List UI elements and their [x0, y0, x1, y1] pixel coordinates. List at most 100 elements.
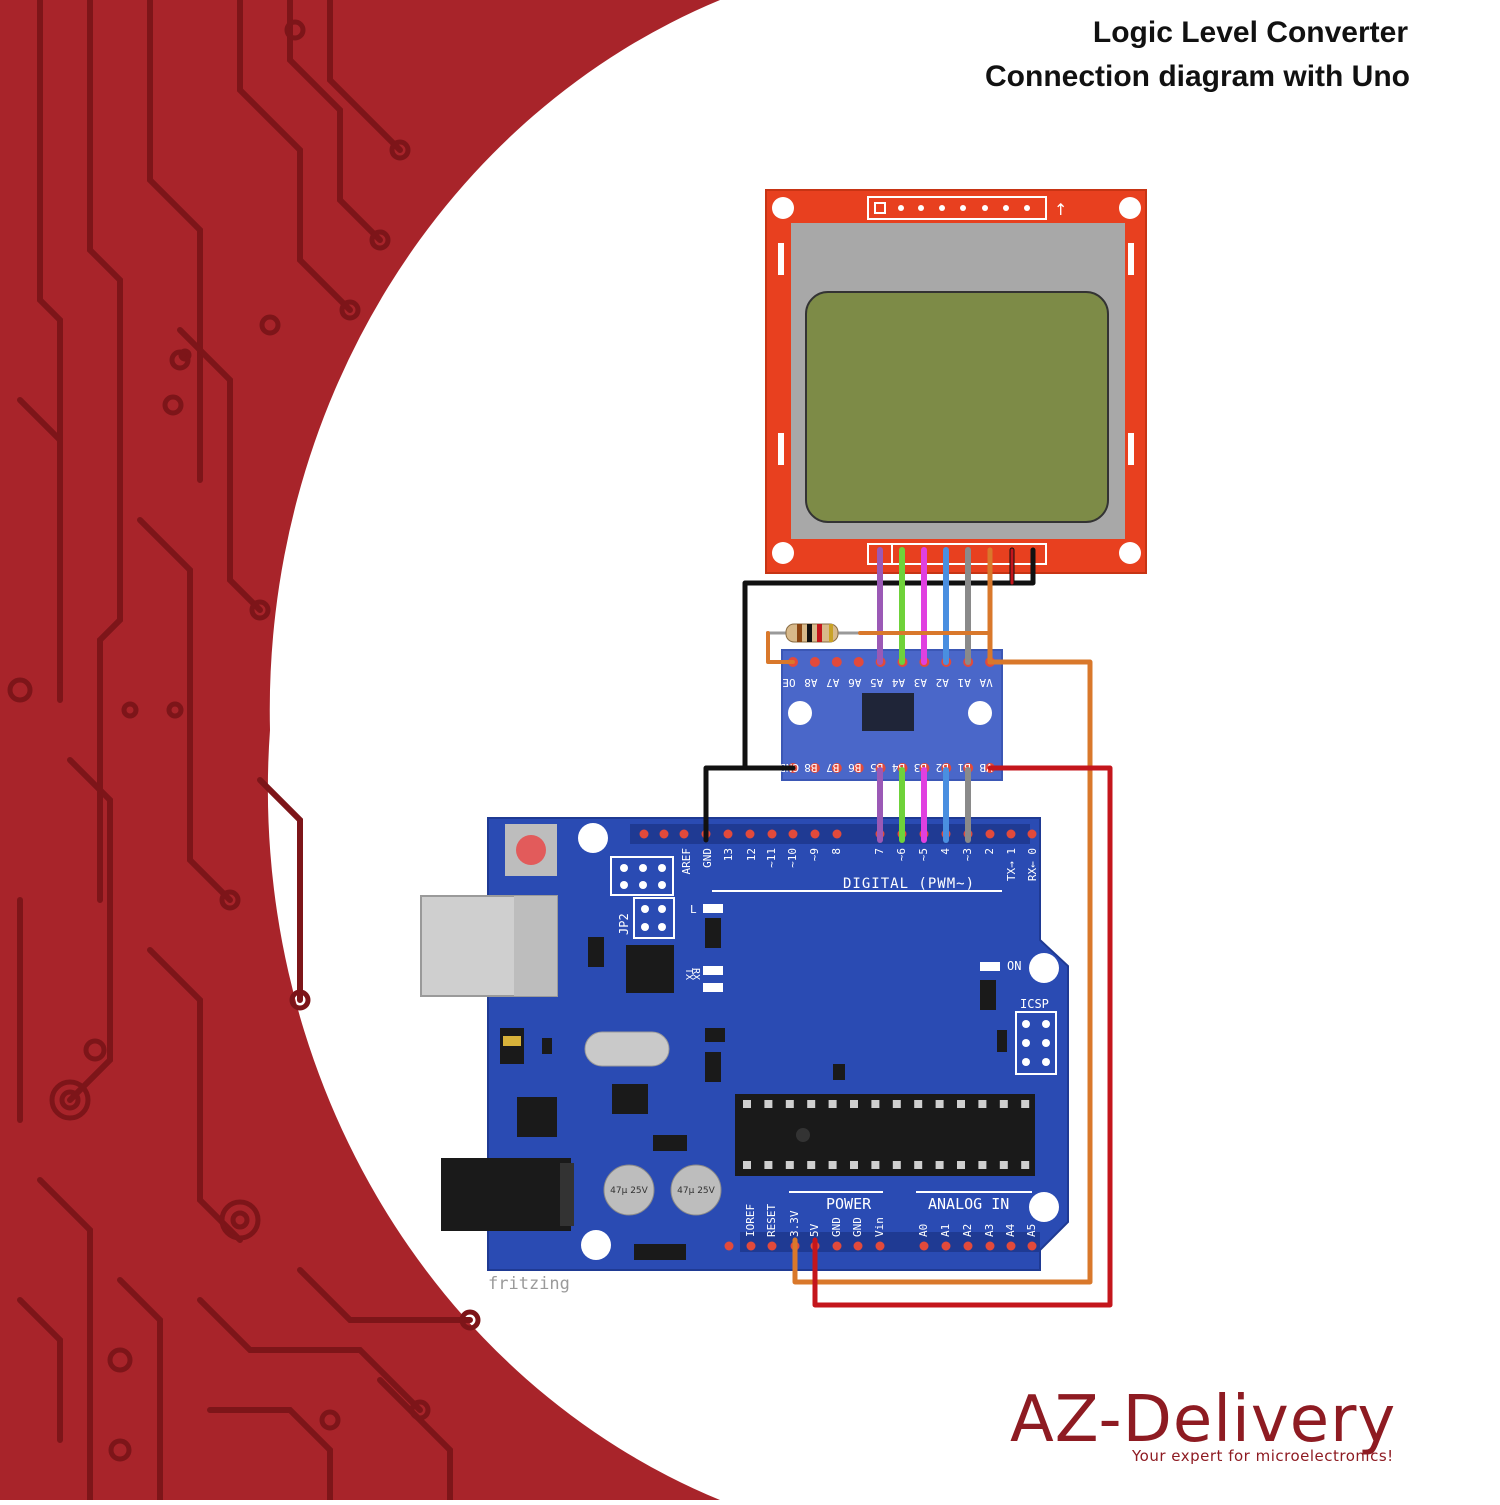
dc-jack	[441, 1158, 571, 1231]
arduino-mount-hole-3	[1029, 1192, 1059, 1222]
analog-pin-label: A4	[1004, 1223, 1017, 1237]
chip-pin	[807, 1161, 816, 1169]
digital-pin-label: 12	[745, 848, 758, 861]
analog-header-pin	[963, 1241, 973, 1251]
converter-top-label: A2	[936, 676, 949, 689]
power-header-pin	[724, 1241, 734, 1251]
power-pin-label: GND	[851, 1217, 864, 1237]
converter-top-label: A5	[870, 676, 883, 689]
diode	[634, 1244, 686, 1260]
icsp-pins	[1022, 1020, 1050, 1066]
power-pin-label: Vin	[873, 1217, 886, 1237]
digital-header-pin	[745, 829, 755, 839]
power-header-pin	[875, 1241, 885, 1251]
converter-pin-b8	[809, 763, 820, 773]
power-header-pin	[832, 1241, 842, 1251]
wire-orange-3v3	[792, 659, 1093, 1285]
analog-section-label: ANALOG IN	[928, 1195, 1009, 1213]
led-tx-label: TX	[683, 968, 694, 980]
converter-bottom-label: B8	[804, 761, 817, 774]
icsp-header	[1015, 1011, 1057, 1075]
wire-red-5v	[812, 765, 1113, 1308]
led-on	[980, 962, 1000, 971]
led-tx	[703, 966, 723, 975]
chip-pin	[807, 1100, 816, 1108]
converter-chip	[862, 693, 914, 731]
power-pin-label: RESET	[765, 1204, 778, 1237]
power-section-label: POWER	[826, 1195, 872, 1213]
led-l	[703, 904, 723, 913]
digital-pin-label: ~11	[765, 848, 778, 868]
reset-button-cap[interactable]	[516, 835, 546, 865]
small-ic	[612, 1084, 648, 1114]
digital-header-strip	[630, 824, 1030, 844]
chip-pin	[871, 1100, 880, 1108]
converter-top-label: A7	[826, 676, 839, 689]
diagram-title-line-1: Logic Level Converter	[1092, 16, 1408, 49]
arduino-mount-hole-1	[578, 823, 608, 853]
digital-header-pin	[723, 829, 733, 839]
digital-pin-label: AREF	[680, 848, 693, 875]
led-l-label: L	[690, 903, 697, 916]
analog-pin-row	[919, 1241, 1037, 1251]
chip-pin	[764, 1161, 773, 1169]
converter-top-label: A1	[958, 676, 971, 689]
usb-controller-chip	[626, 945, 674, 993]
wires	[703, 547, 1113, 1308]
analog-pin-label: A1	[939, 1224, 952, 1237]
brand-logo: AZ-Delivery Your expert for microelectro…	[1010, 1385, 1480, 1475]
analog-header-pin	[1027, 1241, 1037, 1251]
converter-top-label: OE	[782, 676, 795, 689]
power-pin-label: GND	[830, 1217, 843, 1237]
digital-pin-label: 2	[983, 848, 996, 855]
atmega328p-chip	[735, 1094, 1035, 1176]
analog-pin-label: A0	[917, 1224, 930, 1237]
fritzing-watermark: fritzing	[488, 1274, 570, 1294]
lcd-bottom-header	[867, 543, 1047, 565]
diagram-title-line-2: Connection diagram with Uno	[985, 60, 1410, 93]
arduino-mount-hole-4	[581, 1230, 611, 1260]
analog-header-pin	[985, 1241, 995, 1251]
digital-pin-label: ~6	[895, 848, 908, 861]
digital-header-pin	[1027, 829, 1037, 839]
chip-pin	[1021, 1161, 1030, 1169]
lcd-mount-hole-tr	[1119, 197, 1141, 219]
digital-header-pin	[659, 829, 669, 839]
converter-bottom-label: VB	[979, 761, 993, 774]
chip-pin	[914, 1161, 923, 1169]
converter-top-label: A8	[804, 676, 817, 689]
analog-header-pin	[1006, 1241, 1016, 1251]
chip-pin	[978, 1100, 987, 1108]
lcd-module: ↑	[765, 189, 1147, 574]
atmega-pins	[743, 1100, 1030, 1169]
power-pin-label: IOREF	[744, 1204, 757, 1237]
digital-pin-label: ~5	[917, 848, 930, 861]
chip-pin	[785, 1161, 794, 1169]
red-background	[0, 0, 720, 1500]
lcd-mount-hole-tl	[772, 197, 794, 219]
power-header-pin	[746, 1241, 756, 1251]
brand-tagline: Your expert for microelectronics!	[1132, 1447, 1394, 1465]
analog-pin-label: A2	[961, 1224, 974, 1237]
chip-pin	[828, 1161, 837, 1169]
analog-header-pin	[919, 1241, 929, 1251]
digital-pin-label: GND	[701, 848, 714, 868]
crystal-oscillator	[584, 1031, 670, 1067]
power-header-pin	[853, 1241, 863, 1251]
icsp-label: ICSP	[1020, 997, 1049, 1011]
converter-pin-a7	[831, 657, 842, 667]
converter-pin-b7	[831, 763, 842, 773]
chip-pin	[850, 1100, 858, 1108]
chip-pin	[999, 1100, 1008, 1108]
usb-icsp-header	[610, 856, 674, 896]
digital-pin-label: 4	[939, 848, 952, 855]
lcd-mount-hole-bl	[772, 542, 794, 564]
digital-header-pin	[639, 829, 649, 839]
chip-pin	[743, 1161, 751, 1169]
power-pin-label: 3.3V	[788, 1210, 801, 1237]
